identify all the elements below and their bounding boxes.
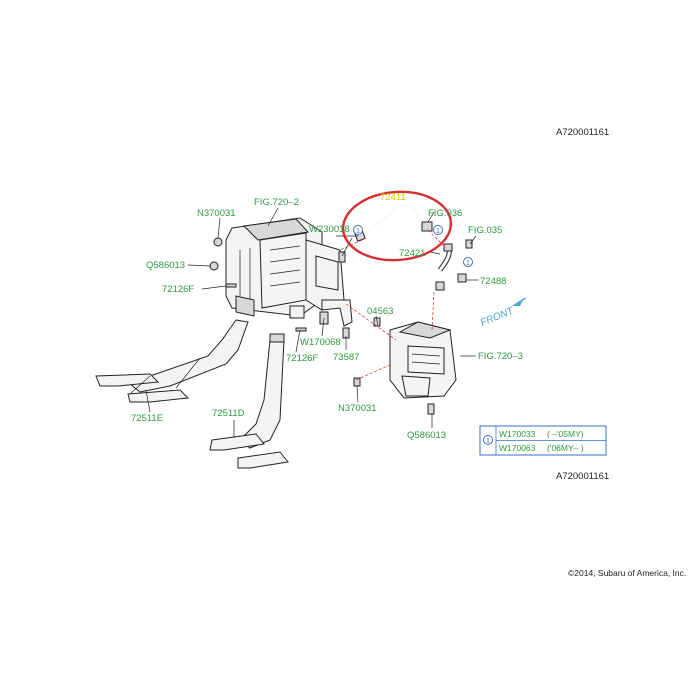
dashed-guides: [339, 229, 447, 381]
table-marker: 1: [486, 438, 490, 445]
circle-marker-1: 1: [353, 225, 363, 235]
duct-72511d: [209, 333, 289, 469]
svg-text:1: 1: [436, 228, 440, 235]
label-73587[interactable]: 73587: [333, 352, 359, 363]
label-72421[interactable]: 72421: [399, 248, 425, 259]
label-n370031-top[interactable]: N370031: [197, 208, 236, 219]
table-row-1-part: W170033: [499, 429, 536, 439]
label-72126f-bottom[interactable]: 72126F: [286, 353, 318, 364]
duct-72511e: [95, 319, 249, 403]
front-direction-arrow: FRONT: [479, 297, 527, 329]
hose-72421: [435, 243, 467, 291]
label-72511e[interactable]: 72511E: [131, 413, 163, 424]
label-72511d[interactable]: 72511D: [212, 408, 245, 419]
heater-hose-72411: [354, 203, 433, 242]
label-fig036[interactable]: FIG.036: [428, 208, 462, 219]
circle-marker-3: 1: [463, 257, 473, 267]
label-72488[interactable]: 72488: [480, 276, 506, 287]
label-q586013-bottom[interactable]: Q586013: [407, 430, 446, 441]
svg-text:1: 1: [356, 228, 360, 235]
table-row-2-range: ('06MY– ): [547, 443, 584, 453]
label-fig035[interactable]: FIG.035: [468, 225, 502, 236]
circle-marker-2: 1: [433, 225, 443, 235]
label-72126f-top[interactable]: 72126F: [162, 284, 194, 295]
label-q586013-left[interactable]: Q586013: [146, 260, 185, 271]
svg-text:FRONT: FRONT: [479, 305, 516, 328]
table-row-1-range: ( –'05MY): [547, 429, 584, 439]
applicability-table: 1 W170033 ( –'05MY) W170063 ('06MY– ): [479, 425, 607, 456]
label-04563[interactable]: 04563: [367, 306, 393, 317]
svg-text:1: 1: [466, 260, 470, 267]
label-fig720-2[interactable]: FIG.720–2: [254, 197, 299, 208]
heater-unit-main: [225, 217, 353, 327]
label-fig720-3[interactable]: FIG.720–3: [478, 351, 523, 362]
diagram-id-top: A720001161: [556, 127, 609, 138]
heater-unit-secondary: [389, 321, 457, 399]
label-n370031-bottom[interactable]: N370031: [338, 403, 377, 414]
diagram-id-bottom: A720001161: [556, 471, 609, 482]
label-w230018[interactable]: W230018: [309, 224, 350, 235]
label-72411-highlighted[interactable]: 72411: [380, 192, 406, 203]
leader-lines: [145, 207, 478, 438]
table-row-2-part: W170063: [499, 443, 536, 453]
highlight-ellipse: [341, 190, 453, 262]
label-w170068[interactable]: W170068: [300, 337, 341, 348]
copyright-text: ©2014, Subaru of America, Inc.: [568, 568, 686, 578]
